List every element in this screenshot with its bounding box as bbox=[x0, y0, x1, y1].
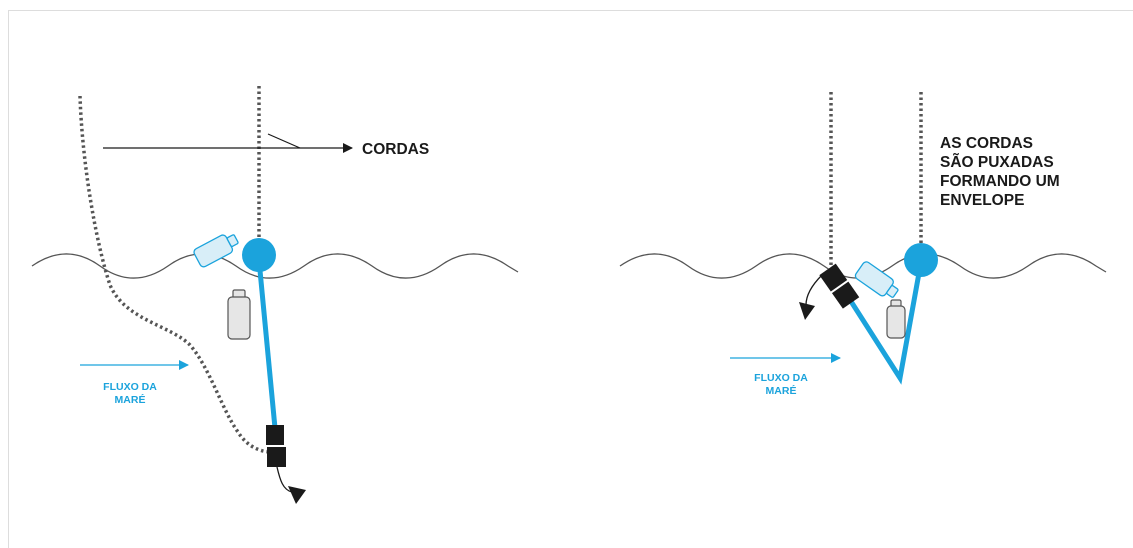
left-hook-line bbox=[276, 466, 293, 493]
left-buoy-line bbox=[256, 259, 278, 429]
right-tide-label-line1: FLUXO DA bbox=[754, 372, 808, 384]
right-panel: AS CORDAS SÃO PUXADAS FORMANDO UM ENVELO… bbox=[619, 92, 1107, 397]
right-buoy bbox=[904, 243, 938, 277]
right-envelope-line bbox=[842, 261, 924, 385]
ropes-pointer-leader bbox=[267, 133, 301, 149]
right-hook-triangle bbox=[799, 302, 815, 320]
left-drifting-rope bbox=[78, 95, 273, 454]
left-weights bbox=[266, 425, 286, 467]
left-panel: CORDAS FLUXO DA MARÉ bbox=[31, 86, 519, 504]
envelope-label-line1: AS CORDAS bbox=[940, 135, 1033, 152]
left-tide-label-line2: MARÉ bbox=[115, 393, 146, 406]
left-hook-triangle bbox=[288, 486, 306, 504]
right-hook-line bbox=[805, 274, 823, 306]
right-floating-bottle bbox=[854, 261, 899, 298]
envelope-label-line3: FORMANDO UM bbox=[940, 173, 1060, 190]
envelope-label-line4: ENVELOPE bbox=[940, 192, 1024, 209]
left-floating-bottle bbox=[193, 234, 239, 268]
left-buoy bbox=[242, 238, 276, 272]
left-submerged-bottle bbox=[227, 289, 251, 340]
ropes-label: CORDAS bbox=[362, 141, 429, 158]
right-tide-label-line2: MARÉ bbox=[766, 384, 797, 397]
diagram-frame bbox=[8, 10, 1133, 548]
right-weights bbox=[819, 263, 860, 309]
left-tide-label-line1: FLUXO DA bbox=[103, 381, 157, 393]
right-submerged-bottle bbox=[886, 299, 906, 339]
envelope-label-line2: SÃO PUXADAS bbox=[940, 153, 1054, 171]
